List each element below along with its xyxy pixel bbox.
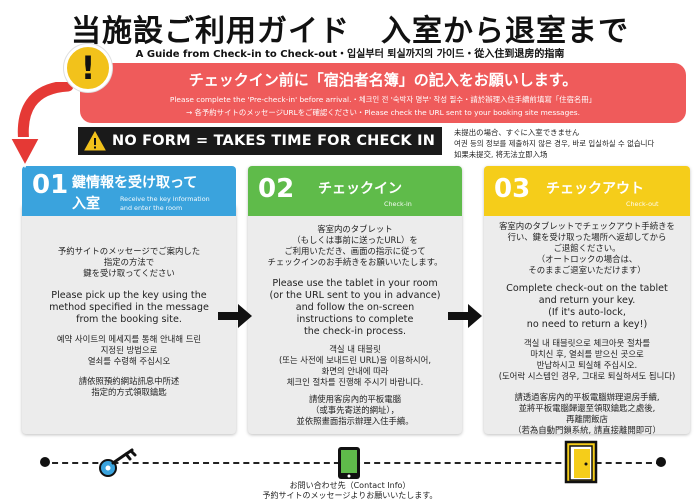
noform-note: 未提出の場合、すぐに入室できません 여권 등의 정보를 제출하지 않은 경우, … — [454, 127, 694, 160]
warning-subtext-1: Please complete the 'Pre-check-in' befor… — [169, 95, 597, 104]
step-title-line1: 鍵情報を受け取って — [72, 175, 198, 191]
step-text-ko: 객실 내 태블릿 (또는 사전에 보내드린 URL)을 이용하시어, 화면의 안… — [248, 344, 462, 388]
text-line: 객실 내 태블릿으로 체크아웃 절차를 — [523, 338, 651, 348]
text-line: Complete check-out on the tablet — [506, 283, 668, 294]
text-line: Please pick up the key using the — [51, 290, 207, 301]
text-line: 반납하시고 퇴실해 주십시오. — [536, 360, 638, 370]
warning-subtext-2: → 各予約サイトのメッセージURLをご確認ください・Please check t… — [185, 108, 581, 117]
noform-note-ko: 여권 등의 정보를 제출하지 않은 경우, 바로 입실하실 수 없습니다 — [454, 139, 655, 148]
door-icon — [564, 440, 598, 484]
text-line: ご退館ください。 — [553, 243, 621, 253]
text-line: 並將平板電腦歸還至領取鑰匙之處後, — [518, 403, 656, 413]
text-line: (or the URL sent to you in advance) — [269, 290, 441, 301]
text-line: no need to return a key!) — [526, 319, 648, 330]
step-text-zh: 請依照預約網站訊息中所述 指定的方式領取鑰匙 — [22, 376, 236, 398]
step-text-zh: 請使用客房內的平板電腦 （或事先寄送的網址）， 並依照畫面指示辦理入住手續。 — [248, 394, 462, 427]
text-line: 請依照預約網站訊息中所述 — [78, 376, 180, 386]
text-line: (또는 사전에 보내드린 URL)을 이용하시어, — [278, 355, 432, 365]
text-line: ご利用いただき、画面の指示に従って — [284, 246, 426, 256]
text-line: 열쇠를 수령해 주십시오 — [87, 356, 171, 366]
text-line: そのままご退室いただけます） — [528, 265, 646, 275]
warning-triangle-icon — [84, 131, 106, 151]
timeline-end-dot — [656, 457, 666, 467]
step-text-ja: 客室内のタブレットでチェックアウト手続きを 行い、鍵を受け取った場所へ返却してか… — [484, 221, 690, 276]
text-line: 예약 사이트의 메세지를 통해 안내해 드린 — [56, 334, 202, 344]
text-line: （オートロックの場合は、 — [536, 254, 638, 264]
text-line: チェックインのお手続きをお願いいたします。 — [267, 257, 443, 267]
step-text-en: Please use the tablet in your room (or t… — [248, 278, 462, 338]
noform-warning-bar: NO FORM = TAKES TIME FOR CHECK IN — [78, 127, 442, 155]
precheckin-warning-banner: チェックイン前に「宿泊者名簿」の記入をお願いします。 Please comple… — [80, 63, 686, 123]
text-line: （もしくは事前に送ったURL）を — [292, 235, 418, 245]
text-line: 請透過客房內的平板電腦辦理退房手續, — [514, 392, 660, 402]
text-line: 指定の方法で — [103, 257, 155, 267]
step-panel-header: 03 チェックアウト Check-out — [484, 166, 690, 216]
text-line: 行い、鍵を受け取った場所へ返却してから — [507, 232, 667, 242]
text-line: (도어락 시스템인 경우, 그대로 퇴실하셔도 됩니다) — [498, 371, 676, 381]
noform-label: NO FORM = TAKES TIME FOR CHECK IN — [112, 133, 436, 149]
text-line: 客室内のタブレットでチェックアウト手続きを — [499, 221, 675, 231]
key-icon — [99, 448, 137, 477]
curved-arrow-icon — [10, 82, 76, 169]
step-title-line1: チェックアウト — [546, 181, 644, 197]
text-line: the check-in process. — [303, 326, 407, 337]
text-line: 請使用客房內的平板電腦 — [308, 394, 402, 404]
text-line: (If it's auto-lock, — [548, 307, 626, 318]
step-panel-checkin: 02 チェックイン Check-in 客室内のタブレット （もしくは事前に送った… — [248, 166, 462, 434]
step-number: 01 — [32, 170, 69, 200]
text-line: 客室内のタブレット — [317, 224, 393, 234]
text-line: and return your key. — [538, 295, 636, 306]
step-text-ko: 객실 내 태블릿으로 체크아웃 절차를 마치신 후, 열쇠를 받으신 곳으로 반… — [484, 338, 690, 382]
page-title: 当施設ご利用ガイド 入室から退室まで — [71, 14, 629, 49]
step-number: 03 — [494, 174, 531, 204]
step-text-en: Please pick up the key using the method … — [22, 290, 236, 326]
page-subtitle: A Guide from Check-in to Check-out・입실부터 … — [135, 49, 565, 60]
text-line: and follow the on-screen — [295, 302, 415, 313]
step-panel-checkin-key: 01 鍵情報を受け取って 入室 Receive the key informat… — [22, 166, 236, 434]
text-line: from the booking site. — [76, 314, 182, 325]
step-title-line2: 入室 — [72, 196, 100, 212]
warning-main-text: チェックイン前に「宿泊者名簿」の記入をお願いします。 — [188, 71, 578, 89]
text-line: 마치신 후, 열쇠를 받으신 곳으로 — [530, 349, 644, 359]
step-subtitle-line1: Check-in — [384, 200, 412, 208]
text-line: 화면의 안내에 따라 — [321, 366, 389, 376]
step-title-line1: チェックイン — [318, 181, 402, 197]
text-line: 予約サイトのメッセージでご案内した — [57, 246, 201, 256]
step-text-zh: 請透過客房內的平板電腦辦理退房手續, 並將平板電腦歸還至領取鑰匙之處後, 再離開… — [484, 392, 690, 436]
text-line: （或事先寄送的網址）， — [311, 405, 399, 415]
tablet-icon — [338, 447, 360, 479]
text-line: 鍵を受け取ってください — [83, 268, 175, 278]
text-line: method specified in the message — [49, 302, 209, 313]
step-subtitle-line1: Receive the key information — [120, 195, 210, 203]
text-line: 並依照畫面指示辦理入住手續。 — [296, 416, 414, 426]
step-panel-header: 02 チェックイン Check-in — [248, 166, 462, 216]
step-panel-body — [22, 204, 236, 434]
noform-note-zh: 如果未提交, 将无法立即入场 — [454, 150, 548, 159]
step-text-ja: 予約サイトのメッセージでご案内した 指定の方法で 鍵を受け取ってください — [22, 246, 236, 279]
step-subtitle-line1: Check-out — [626, 200, 659, 208]
step-number: 02 — [258, 174, 295, 204]
arrow-right-icon — [448, 304, 482, 328]
step-panel-checkout: 03 チェックアウト Check-out 客室内のタブレットでチェックアウト手続… — [484, 166, 690, 436]
text-line: （若為自動門鎖系統, 請直接離開即可） — [513, 425, 661, 435]
step-text-ja: 客室内のタブレット （もしくは事前に送ったURL）を ご利用いただき、画面の指示… — [248, 224, 462, 268]
noform-note-ja: 未提出の場合、すぐに入室できません — [454, 128, 580, 137]
step-panel-header: 01 鍵情報を受け取って 入室 Receive the key informat… — [22, 166, 236, 216]
text-line: 체크인 절차를 진행해 주시기 바랍니다. — [286, 377, 424, 387]
text-line: instructions to complete — [296, 314, 414, 325]
text-line: 객실 내 태블릿 — [329, 344, 381, 354]
text-line: 指定的方式領取鑰匙 — [91, 387, 167, 397]
contact-text: 予約サイトのメッセージよりお願いいたします。 — [262, 491, 438, 500]
contact-heading: お問い合わせ先（Contact Info） — [289, 481, 411, 490]
step-text-ko: 예약 사이트의 메세지를 통해 안내해 드린 지정된 방법으로 열쇠를 수령해 … — [22, 334, 236, 367]
exclamation-icon: ! — [64, 44, 112, 92]
arrow-right-icon — [218, 304, 252, 328]
step-text-en: Complete check-out on the tablet and ret… — [484, 283, 690, 331]
step-subtitle-line2: and enter the room — [120, 204, 183, 212]
text-line: Please use the tablet in your room — [272, 278, 438, 289]
timeline-start-dot — [40, 457, 50, 467]
text-line: 再離開飯店 — [566, 414, 608, 424]
text-line: 지정된 방법으로 — [100, 345, 158, 355]
